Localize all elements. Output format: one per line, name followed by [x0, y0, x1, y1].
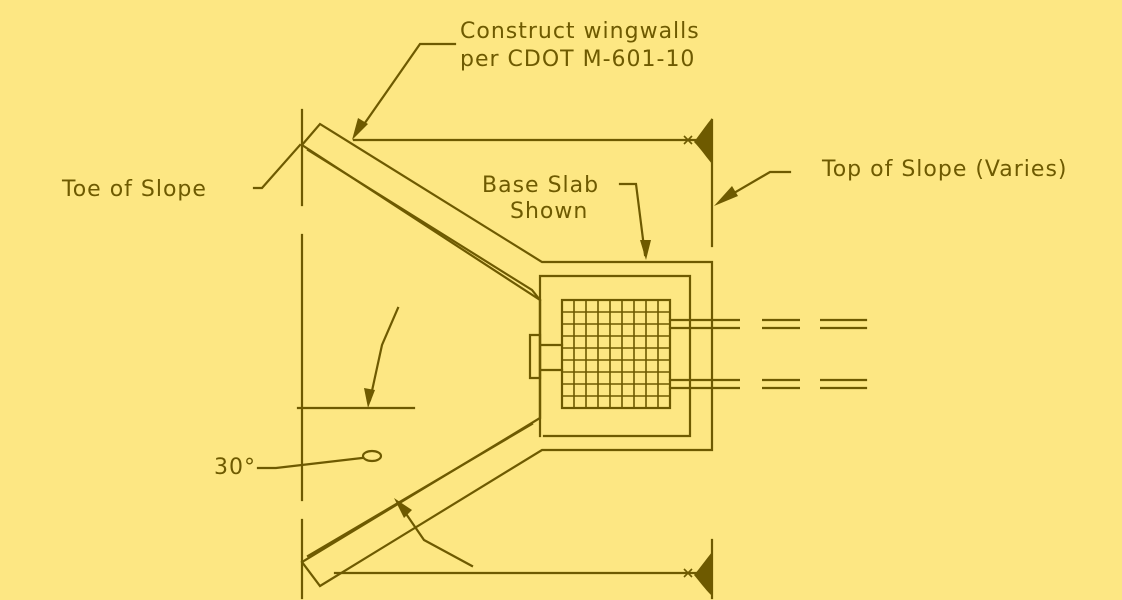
angle-arrow-lower: [394, 498, 412, 518]
wingwall-note-leader: [358, 42, 457, 132]
angle-oval-marker: [361, 449, 383, 463]
wingwall-note-line2: per CDOT M-601-10: [460, 47, 696, 72]
angle-leader-lower: [398, 503, 474, 568]
wingwall-note-arrow: [352, 118, 368, 140]
toe-of-slope-label: Toe of Slope: [62, 177, 207, 202]
base-slab-label-line2: Shown: [510, 199, 589, 224]
base-slab-label-line1: Base Slab: [482, 173, 600, 198]
top-of-slope-arrow: [714, 186, 738, 206]
base-slab-leader: [618, 182, 647, 257]
angle-arrow-upper: [364, 388, 375, 408]
bottom-dimension-line: [333, 552, 712, 596]
pipe-lines: [668, 316, 868, 392]
culvert-end-grid: [560, 298, 672, 410]
top-of-slope-label: Top of Slope (Varies): [822, 157, 1068, 182]
end-block: [528, 333, 564, 380]
toe-of-slope-leader: [252, 143, 302, 190]
base-slab-arrow: [640, 240, 651, 260]
angle-label-leader: [256, 456, 364, 470]
angle-leader-upper: [368, 306, 400, 402]
wingwall-inner-edge: [306, 148, 542, 558]
top-dimension-line: [352, 118, 712, 164]
angle-label: 30°: [214, 455, 256, 480]
top-of-slope-leader: [720, 170, 792, 202]
wingwall-note-line1: Construct wingwalls: [460, 19, 700, 44]
